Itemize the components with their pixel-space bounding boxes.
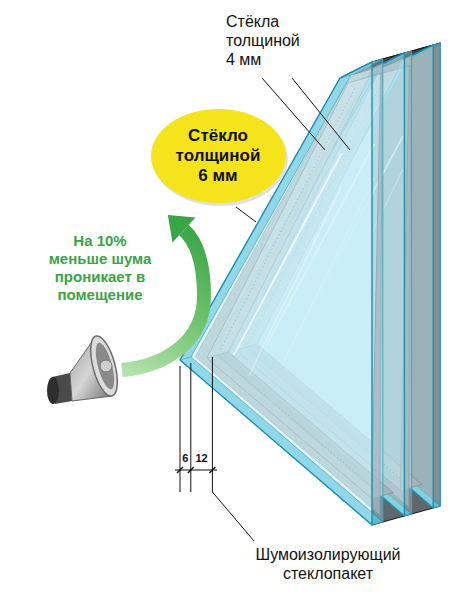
dimension-label: 12: [195, 452, 207, 465]
extension-line: [212, 357, 213, 492]
extension-line: [180, 366, 181, 492]
leader-line: [236, 207, 256, 222]
speaker-icon: [47, 333, 123, 404]
leader-line: [292, 78, 350, 150]
arrow-head: [168, 215, 196, 242]
speaker-cap: [100, 360, 112, 372]
glass-highlight: [249, 186, 342, 376]
callout-ellipse: Стёкло толщиной 6 мм: [151, 109, 286, 203]
speaker-cone: [92, 341, 118, 391]
speaker-rim: [85, 333, 122, 399]
dimension-tick: [209, 467, 215, 473]
extension-line: [190, 363, 191, 492]
node-text: Стёкло толщиной 6 мм: [176, 126, 261, 186]
dimension-tick: [177, 467, 183, 473]
dimension-label: 6: [182, 452, 188, 465]
caption: Шумоизолирующий стеклопакет: [255, 545, 400, 583]
dimension-tick: [188, 467, 194, 473]
leader-line: [212, 492, 254, 541]
ellipse-fill: [151, 109, 286, 203]
note-text: На 10% меньше шума проникает в помещение: [45, 232, 155, 304]
speaker-magnet: [47, 377, 59, 404]
callout-label: Стёкла толщиной 4 мм: [226, 12, 300, 69]
